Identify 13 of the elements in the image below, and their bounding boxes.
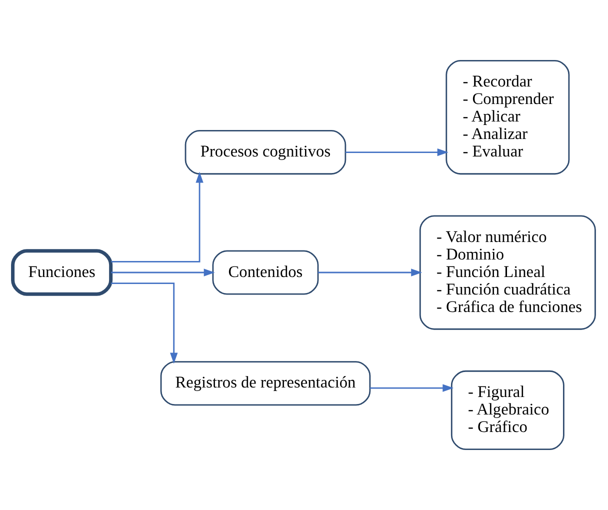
arrow	[370, 384, 454, 392]
node-box: - Valor numérico - Dominio - Función Lineal - Función cuadrática - Gráfica de funciones	[419, 215, 596, 330]
node-box: Procesos cognitivos	[184, 130, 346, 175]
node-box: Contenidos	[212, 250, 319, 295]
node-box: - Recordar - Comprender - Aplicar - Analizar - Evaluar	[446, 60, 570, 175]
arrow	[111, 268, 215, 276]
node-box: Funciones	[11, 249, 113, 296]
node-box: - Figural - Algebraico - Gráfico	[450, 370, 564, 450]
arrow	[318, 268, 422, 276]
node-box: Registros de representación	[160, 361, 371, 406]
arrow	[345, 148, 448, 156]
arrow	[111, 172, 204, 262]
arrow	[110, 282, 178, 364]
